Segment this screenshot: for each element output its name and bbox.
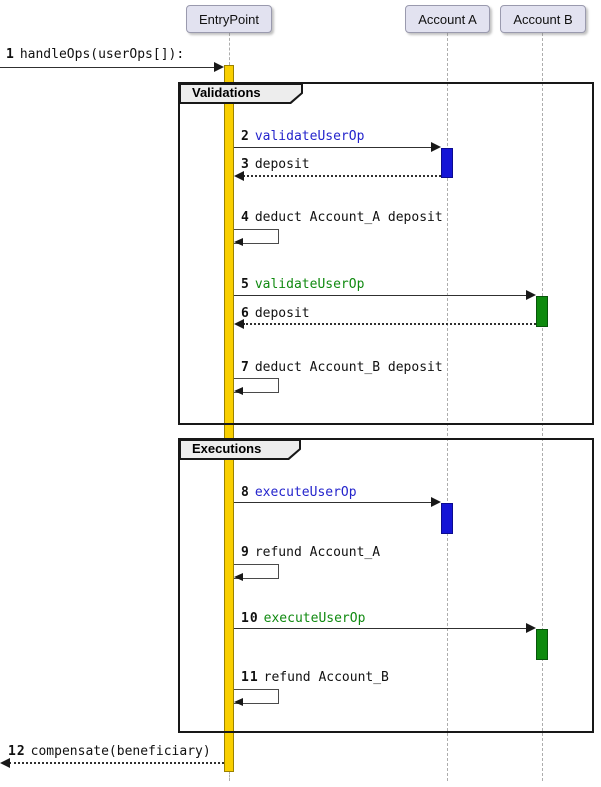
message-4-text: deduct Account_A deposit — [254, 210, 443, 225]
message-10-line — [234, 628, 527, 629]
message-7-number: 7 — [241, 360, 250, 375]
message-9-number: 9 — [241, 545, 250, 560]
message-7-self-loop — [234, 378, 279, 393]
message-9-self-loop — [234, 564, 279, 579]
arrowhead-left-icon — [0, 758, 10, 768]
activation-bar-entrypoint — [224, 65, 234, 772]
message-11-label: 11 refund Account_B — [241, 670, 389, 685]
message-11-number: 11 — [241, 670, 259, 685]
message-5-number: 5 — [241, 277, 250, 292]
message-10-text: executeUserOp — [263, 611, 366, 626]
message-6-text: deposit — [254, 306, 310, 321]
message-12-number: 12 — [8, 744, 26, 759]
arrowhead-left-icon — [234, 171, 244, 181]
message-7-label: 7 deduct Account_B deposit — [241, 360, 443, 375]
message-6-line — [243, 323, 536, 325]
message-10-label: 10 executeUserOp — [241, 611, 365, 626]
frame-header-shape-fill — [181, 85, 301, 102]
message-11-self-loop — [234, 689, 279, 704]
activation-bar-account-b-execute — [536, 629, 548, 660]
message-4-self-loop — [234, 229, 279, 244]
frame-validations-title: Validations — [192, 85, 261, 100]
message-1-text: handleOps(userOps[]): — [19, 47, 185, 62]
arrowhead-left-icon — [234, 238, 243, 246]
participant-account-b-label: Account B — [513, 11, 573, 27]
message-4-label: 4 deduct Account_A deposit — [241, 210, 443, 225]
message-2-number: 2 — [241, 129, 250, 144]
message-3-line — [243, 175, 441, 177]
message-12-label: 12 compensate(beneficiary) — [8, 744, 211, 759]
frame-executions-header: Executions — [179, 439, 301, 460]
lifeline-account-b — [542, 33, 543, 781]
message-7-text: deduct Account_B deposit — [254, 360, 443, 375]
frame-executions — [178, 438, 594, 733]
message-5-line — [234, 295, 527, 296]
arrowhead-left-icon — [234, 573, 243, 581]
message-3-number: 3 — [241, 157, 250, 172]
arrowhead-left-icon — [234, 698, 243, 706]
message-2-label: 2 validateUserOp — [241, 129, 364, 144]
message-1-label: 1 handleOps(userOps[]): — [6, 47, 184, 62]
lifeline-entrypoint-top — [229, 33, 230, 65]
frame-validations-header: Validations — [179, 83, 303, 104]
message-5-label: 5 validateUserOp — [241, 277, 364, 292]
message-9-label: 9 refund Account_A — [241, 545, 380, 560]
participant-account-a: Account A — [405, 5, 490, 33]
message-4-number: 4 — [241, 210, 250, 225]
participant-account-a-label: Account A — [418, 11, 477, 27]
lifeline-account-a — [447, 33, 448, 781]
message-12-text: compensate(beneficiary) — [30, 744, 211, 759]
message-6-number: 6 — [241, 306, 250, 321]
participant-account-b: Account B — [500, 5, 586, 33]
message-1-line — [0, 67, 215, 68]
activation-bar-account-a-validate — [441, 148, 453, 178]
message-1-number: 1 — [6, 47, 15, 62]
arrowhead-right-icon — [214, 62, 224, 72]
message-2-line — [234, 147, 432, 148]
arrowhead-right-icon — [526, 290, 536, 300]
message-8-label: 8 executeUserOp — [241, 485, 357, 500]
activation-bar-account-a-execute — [441, 503, 453, 534]
arrowhead-right-icon — [431, 497, 441, 507]
frame-validations — [178, 82, 594, 425]
frame-header-shape-fill — [181, 441, 299, 458]
arrowhead-left-icon — [234, 387, 243, 395]
message-8-line — [234, 502, 432, 503]
message-12-line — [9, 762, 224, 764]
participant-entrypoint: EntryPoint — [186, 5, 272, 33]
message-6-label: 6 deposit — [241, 306, 310, 321]
arrowhead-right-icon — [431, 142, 441, 152]
arrowhead-right-icon — [526, 623, 536, 633]
message-5-text: validateUserOp — [254, 277, 365, 292]
message-8-number: 8 — [241, 485, 250, 500]
arrowhead-left-icon — [234, 319, 244, 329]
message-8-text: executeUserOp — [254, 485, 357, 500]
message-2-text: validateUserOp — [254, 129, 365, 144]
message-10-number: 10 — [241, 611, 259, 626]
participant-entrypoint-label: EntryPoint — [199, 11, 259, 27]
message-3-text: deposit — [254, 157, 310, 172]
frame-executions-title: Executions — [192, 441, 262, 456]
lifeline-entrypoint-bottom — [229, 771, 230, 781]
message-9-text: refund Account_A — [254, 545, 381, 560]
message-11-text: refund Account_B — [263, 670, 389, 685]
message-3-label: 3 deposit — [241, 157, 310, 172]
activation-bar-account-b-validate — [536, 296, 548, 327]
